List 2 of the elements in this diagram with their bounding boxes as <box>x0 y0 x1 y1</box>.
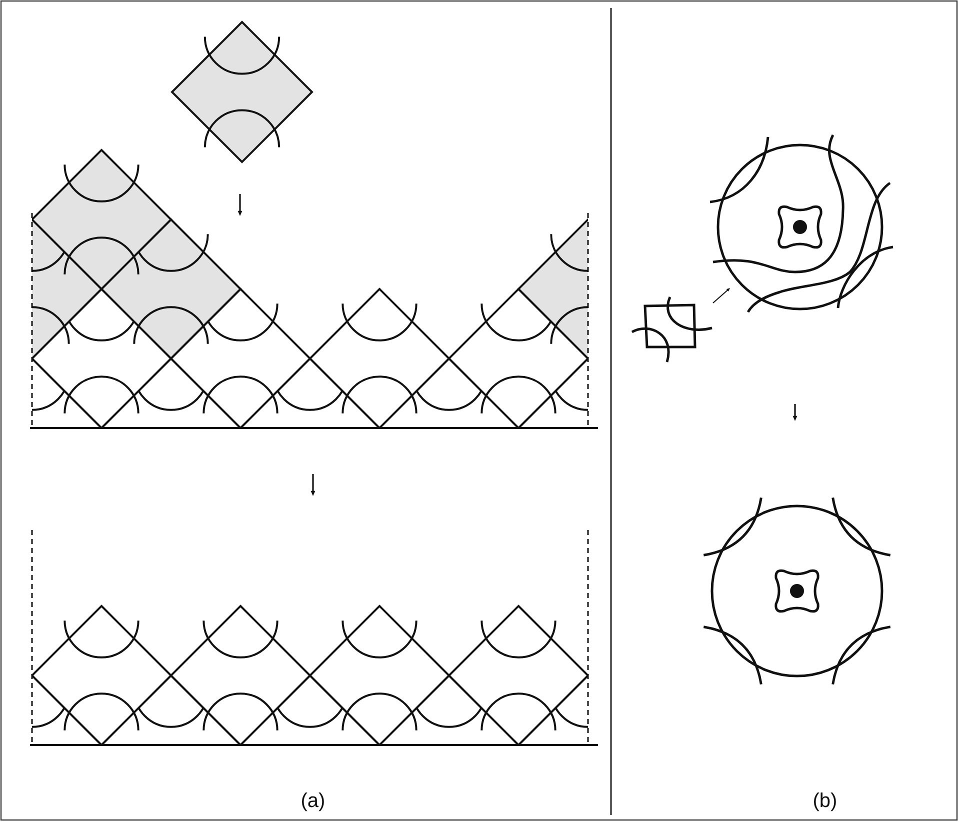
panel-label: (a) <box>300 790 326 813</box>
panel-label: (b) <box>812 790 838 813</box>
